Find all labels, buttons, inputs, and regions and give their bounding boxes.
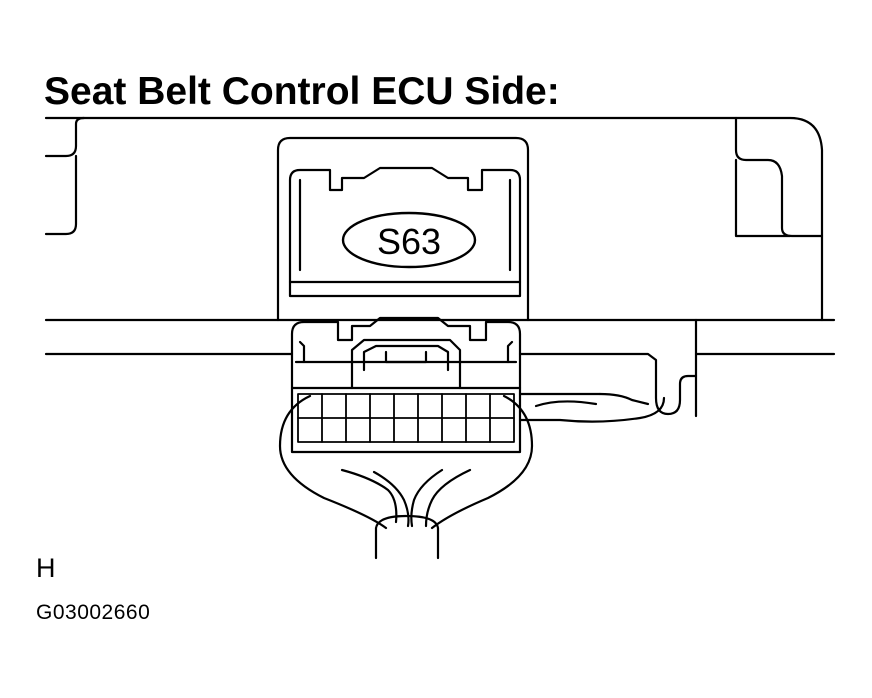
ecu-housing <box>44 116 836 322</box>
corner-letter: H <box>36 553 56 583</box>
connector-label: S63 <box>377 221 441 262</box>
wire-harness <box>278 394 534 560</box>
harness-connector-plug <box>290 316 522 454</box>
mounting-rail <box>44 318 836 423</box>
figure-code: G03002660 <box>36 601 151 624</box>
diagram-title: Seat Belt Control ECU Side: <box>44 70 560 113</box>
connector-label-oval <box>341 211 477 269</box>
terminal-grid <box>297 393 515 443</box>
ecu-connector-socket <box>276 136 530 322</box>
